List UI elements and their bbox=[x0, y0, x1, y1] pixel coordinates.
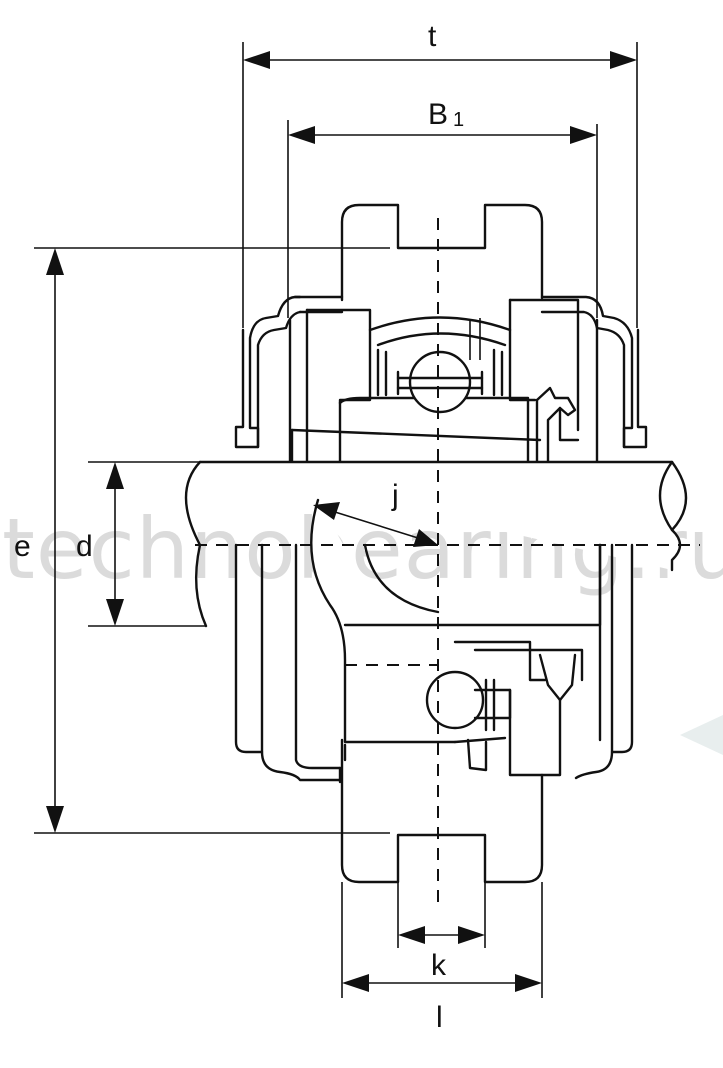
label-k: k bbox=[431, 949, 447, 982]
housing-top-tab bbox=[340, 203, 544, 302]
label-e: e bbox=[14, 530, 31, 563]
housing-shell-lower bbox=[234, 543, 634, 784]
label-t: t bbox=[428, 20, 437, 53]
dimension-e bbox=[34, 247, 390, 834]
label-j: j bbox=[391, 479, 399, 512]
housing-bottom-tab bbox=[340, 738, 544, 884]
label-b1: B bbox=[428, 98, 448, 131]
dimension-k bbox=[397, 882, 486, 948]
dimension-d bbox=[88, 461, 206, 627]
dimension-l bbox=[341, 882, 543, 998]
bearing-insert-lower bbox=[425, 640, 584, 777]
center-lines bbox=[195, 218, 700, 905]
dimension-b1 bbox=[287, 120, 598, 318]
shaft bbox=[184, 460, 688, 628]
dimension-t bbox=[242, 42, 638, 328]
label-d: d bbox=[76, 530, 93, 563]
watermark-mark bbox=[680, 715, 723, 755]
dimension-j bbox=[313, 502, 438, 547]
inner-ring-section bbox=[310, 498, 602, 762]
label-l: l bbox=[436, 1001, 443, 1034]
label-b1-subscript: 1 bbox=[453, 109, 464, 131]
bearing-insert-upper bbox=[288, 298, 599, 464]
